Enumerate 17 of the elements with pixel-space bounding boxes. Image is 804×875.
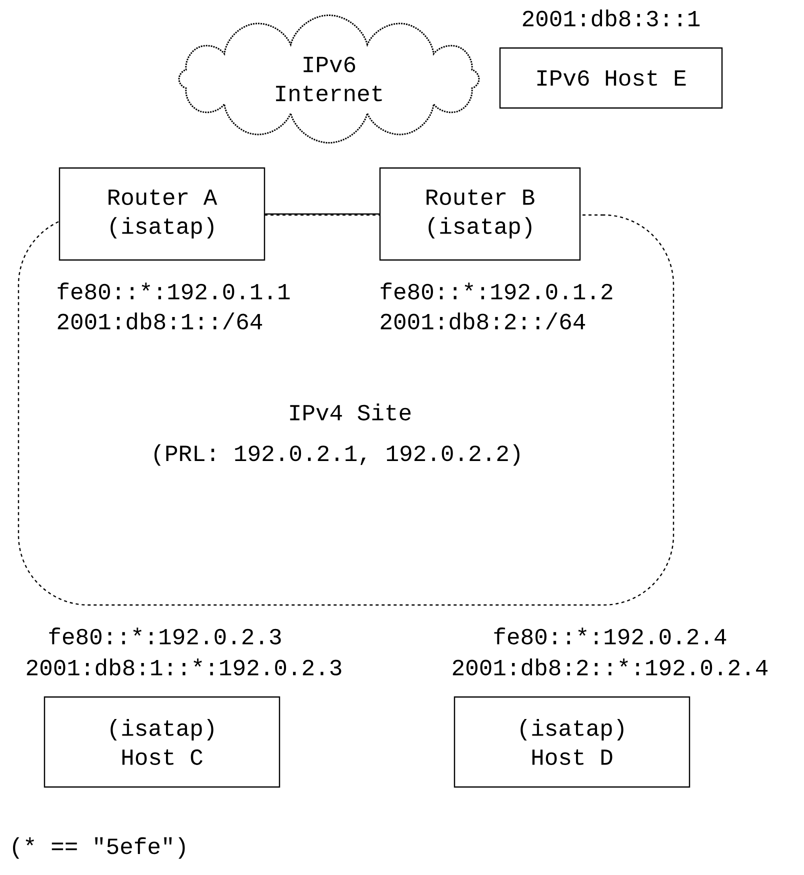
address-text: 2001:db8:2::*:192.0.2.4 <box>452 658 768 676</box>
footnote-text: (* == "5efe") <box>13 837 185 859</box>
device-box: IPv6 Host E <box>499 47 723 109</box>
link-line <box>265 213 380 215</box>
address-text: 2001:db8:2::/64 <box>380 312 586 330</box>
device-box: (isatap) Host D <box>454 696 690 788</box>
address-text: 2001:db8:3::1 <box>522 10 700 26</box>
device-box: Router B (isatap) <box>379 167 581 261</box>
device-box: Router A (isatap) <box>58 167 266 261</box>
address-text: 2001:db8:1::*:192.0.2.3 <box>26 658 342 676</box>
address-text: fe80::*:192.0.2.4 <box>494 628 726 644</box>
device-box: (isatap) Host C <box>44 696 280 788</box>
address-text: fe80::*:192.0.1.1 <box>58 282 290 300</box>
address-text: 2001:db8:1::/64 <box>58 312 262 330</box>
address-text: fe80::*:192.0.2.3 <box>49 628 281 644</box>
network-cloud: IPv6 Internet <box>178 14 480 144</box>
address-text: fe80::*:192.0.1.2 <box>380 282 612 300</box>
